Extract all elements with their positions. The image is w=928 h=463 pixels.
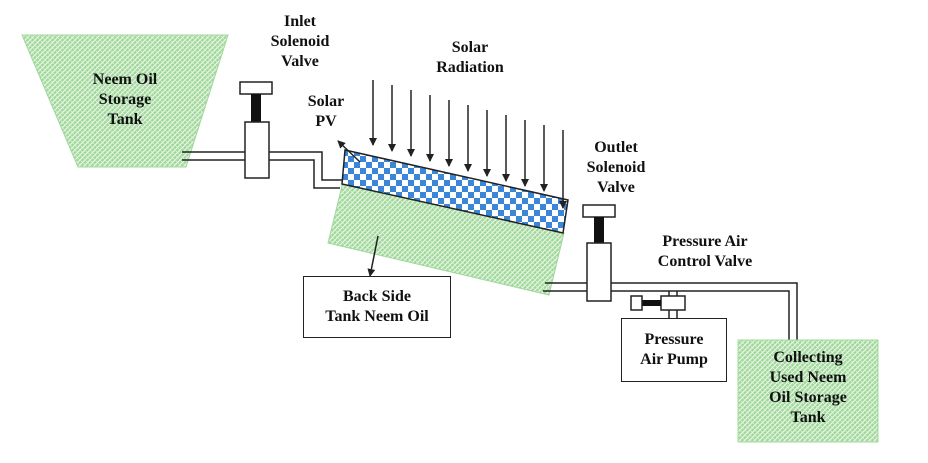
pressure-air-pump-box: Pressure Air Pump bbox=[621, 318, 727, 382]
outlet-solenoid-valve bbox=[582, 204, 616, 302]
solar-radiation-arrows bbox=[369, 80, 567, 209]
collecting-tank bbox=[737, 339, 879, 443]
solar-pv-panel bbox=[341, 149, 569, 234]
solar-radiation-label: Solar Radiation bbox=[436, 39, 504, 76]
solar-panel-assembly bbox=[327, 149, 569, 296]
collecting-tank-label: Collecting Used Neem Oil Storage Tank bbox=[769, 349, 847, 426]
neem-oil-storage-tank-label: Neem Oil Storage Tank bbox=[92, 71, 158, 128]
solar-pv-label: Solar PV bbox=[307, 93, 345, 130]
pressure-air-control-valve bbox=[630, 291, 686, 318]
pipe-tank-to-inlet-valve bbox=[182, 151, 245, 161]
neem-oil-storage-tank bbox=[21, 34, 229, 168]
outlet-solenoid-valve-label: Outlet Solenoid Valve bbox=[586, 139, 646, 196]
pressure-air-control-valve-label: Pressure Air Control Valve bbox=[657, 233, 753, 270]
inlet-solenoid-valve bbox=[239, 81, 273, 179]
solar-pv-pointer bbox=[337, 140, 361, 163]
back-side-tank-box: Back Side Tank Neem Oil bbox=[303, 276, 451, 338]
inlet-solenoid-valve-label: Inlet Solenoid Valve bbox=[270, 13, 330, 70]
pipe-panel-to-outlet-valve bbox=[543, 282, 587, 292]
back-side-tank-pointer bbox=[367, 235, 379, 277]
pipe-outlet-valve-to-collecting-tank bbox=[611, 282, 798, 340]
pipe-inlet-valve-to-panel bbox=[268, 151, 345, 189]
